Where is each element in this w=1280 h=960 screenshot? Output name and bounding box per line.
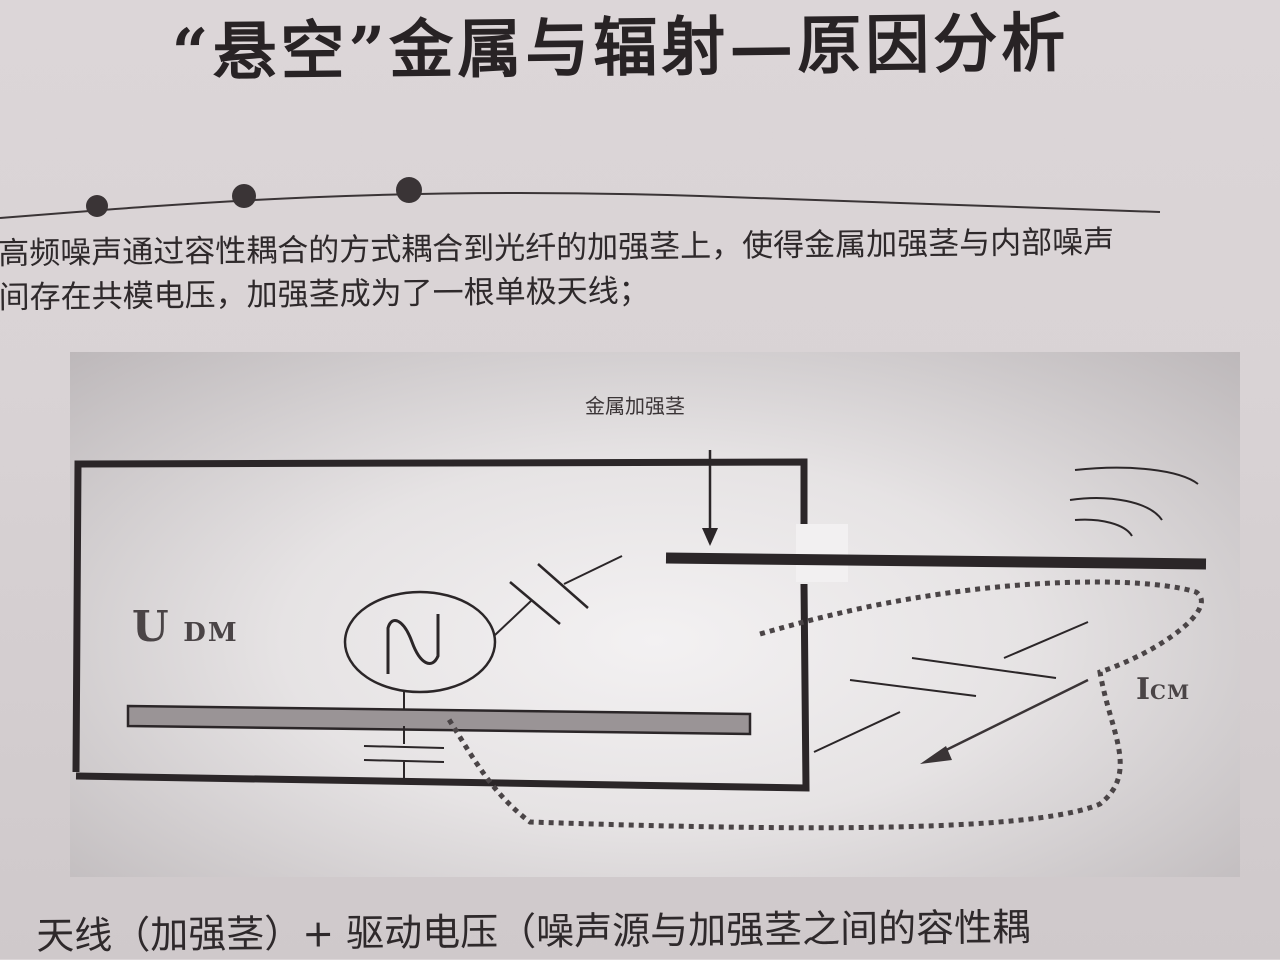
current-arrow-head	[920, 746, 952, 764]
metal-strength-member	[665, 552, 1207, 570]
page-title: “悬空”金属与辐射—原因分析	[171, 6, 1070, 91]
coupling-wire-2	[563, 555, 623, 585]
noise-source-wave	[386, 614, 440, 674]
enclosure-bushing	[796, 524, 848, 582]
label-metal-strength-member: 金属加强茎	[585, 394, 685, 418]
label-icm: ICM	[1136, 672, 1190, 707]
diagram-svg	[72, 450, 1207, 831]
common-mode-current-loop	[445, 579, 1204, 831]
enclosure-outline-lower	[75, 583, 810, 792]
label-udm-sub: DM	[183, 618, 239, 648]
divider-dot-1	[86, 195, 108, 217]
bottom-text: 天线（加强茎）+ 驱动电压（噪声源与加强茎之间的容性耦	[36, 905, 1031, 958]
enclosure-outline	[72, 458, 808, 773]
intro-paragraph: 高频噪声通过容性耦合的方式耦合到光纤的加强茎上，使得金属加强茎与内部噪声 间存在…	[0, 218, 1280, 320]
capacitor-plate-1	[509, 581, 561, 625]
label-udm: U DM	[132, 602, 239, 651]
decorative-divider	[0, 177, 1161, 219]
ground-cap-plate-2	[363, 759, 445, 763]
label-arrow-head	[702, 528, 718, 546]
noise-source-circle	[343, 590, 497, 694]
label-udm-main: U	[132, 602, 169, 651]
capacitor-plate-2	[537, 563, 589, 609]
field-line-2	[911, 657, 1057, 679]
field-line-1	[849, 679, 977, 697]
current-arrow-line	[933, 678, 1089, 758]
divider-dot-3	[396, 177, 422, 203]
label-icm-main: I	[1136, 672, 1151, 707]
field-line-3	[1003, 621, 1089, 659]
radiation-arc-2	[1069, 497, 1163, 521]
radiation-arc-3	[1074, 518, 1133, 537]
internal-plate	[126, 704, 752, 736]
radiation-arc-1	[1074, 466, 1199, 485]
label-icm-sub: CM	[1150, 680, 1191, 704]
field-line-4	[813, 711, 901, 753]
ground-cap-plate-1	[363, 745, 445, 749]
diagram-figure: 金属加强茎 U DM ICM	[70, 352, 1240, 877]
divider-dot-2	[232, 184, 256, 208]
coupling-wire-1	[494, 599, 533, 636]
